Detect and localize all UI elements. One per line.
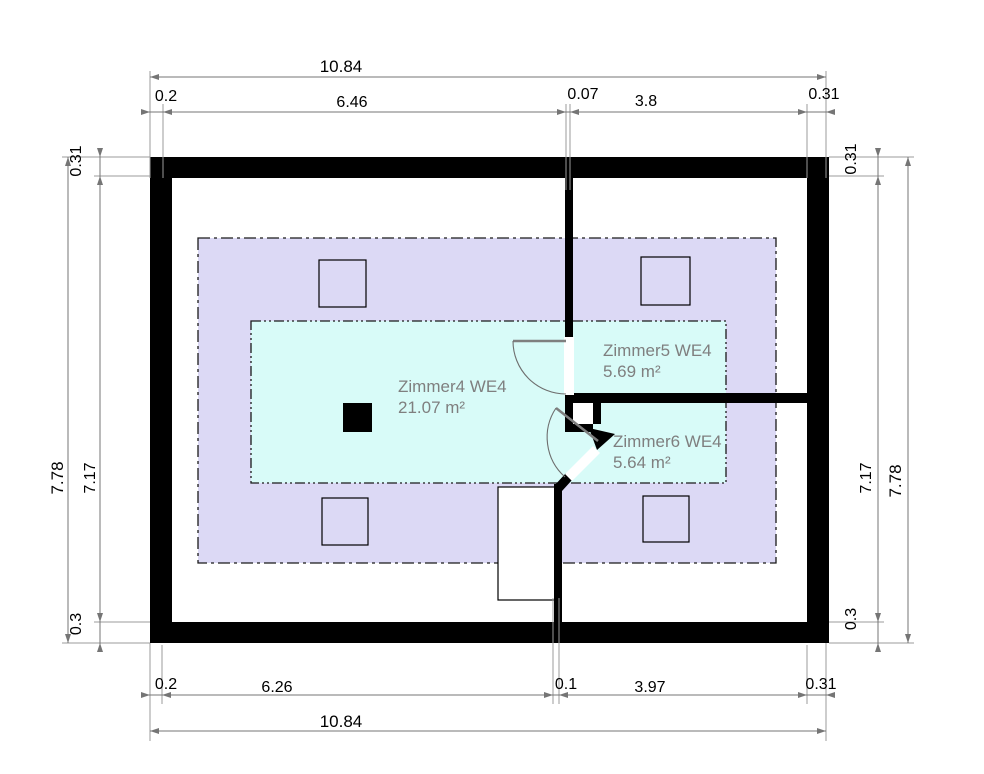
wall-outer-right <box>807 157 829 643</box>
dimension-value: 3.97 <box>634 679 665 696</box>
dimension-arrow <box>544 692 553 698</box>
dimension-arrow <box>798 109 807 115</box>
dimension-arrows <box>65 74 911 734</box>
dimension-value: 0.31 <box>805 676 836 693</box>
wall-interior-vertical-top <box>565 178 573 337</box>
dimension-arrow <box>97 613 103 622</box>
room-name: Zimmer6 WE4 <box>613 432 722 451</box>
dimension-value: 0.31 <box>68 145 85 176</box>
dimension-value: 0.3 <box>843 608 860 630</box>
wall-corner-piece <box>589 428 615 450</box>
dimension-arrow <box>150 74 159 80</box>
skylight-window-top-left <box>318 259 367 308</box>
dimension-value: 3.8 <box>635 93 657 110</box>
room-area: 21.07 m² <box>398 398 465 417</box>
door-openings <box>564 337 600 481</box>
skylight-window-bottom-right <box>642 495 690 543</box>
dimension-arrow <box>141 109 150 115</box>
dimension-value: 7.78 <box>48 461 67 494</box>
dimension-value: 6.46 <box>336 94 367 111</box>
dimension-value: 0.07 <box>567 86 598 103</box>
room-area: 5.64 m² <box>613 453 671 472</box>
dimension-arrow <box>97 643 103 652</box>
door-swing-arc-zimmer5 <box>512 340 567 395</box>
dimension-value: 10.84 <box>320 57 363 76</box>
wall-interior-horizontal <box>570 393 807 403</box>
dimension-arrow <box>557 109 566 115</box>
dimension-value: 7.17 <box>82 462 99 493</box>
dimension-arrow <box>65 157 71 166</box>
dimension-arrow <box>826 692 835 698</box>
duct-niche <box>573 403 593 424</box>
dimension-arrow <box>905 634 911 643</box>
dimension-arrow <box>875 176 881 185</box>
dimension-arrow <box>163 109 172 115</box>
dimension-texts: 10.84 0.2 6.46 0.07 3.8 0.31 0.2 6.26 0.… <box>48 57 905 731</box>
wall-junction-bottom <box>565 424 593 432</box>
skylights <box>318 256 691 546</box>
dimension-value: 10.84 <box>320 712 363 731</box>
dimension-arrow <box>875 613 881 622</box>
dimension-value: 0.2 <box>155 88 177 105</box>
extension-lines <box>62 71 914 741</box>
dimension-value: 7.17 <box>858 462 875 493</box>
dimension-arrow <box>875 148 881 157</box>
dimension-arrow <box>817 728 826 734</box>
dimension-value: 0.31 <box>808 86 839 103</box>
dimension-arrow <box>826 109 835 115</box>
dimension-value: 0.3 <box>68 613 85 635</box>
wall-junction-left <box>565 395 573 432</box>
wall-outer-bottom <box>150 622 829 643</box>
dimension-arrow <box>817 74 826 80</box>
door-swing-arc-zimmer6 <box>546 407 566 478</box>
dimension-arrow <box>905 157 911 166</box>
wall-junction-right <box>593 395 601 424</box>
skylight-window-bottom-left <box>321 497 369 546</box>
dimension-arrow <box>559 692 568 698</box>
skylight-window-top-right <box>640 256 691 306</box>
room-labels: Zimmer4 WE4 21.07 m² Zimmer5 WE4 5.69 m²… <box>398 341 722 472</box>
dimension-arrow <box>97 148 103 157</box>
room-name: Zimmer4 WE4 <box>398 377 507 396</box>
dimension-value: 0.2 <box>155 676 177 693</box>
dimension-arrow <box>875 643 881 652</box>
chimney <box>343 403 372 432</box>
dimension-lines <box>67 76 909 732</box>
wall-outer-left <box>150 157 172 643</box>
dimension-arrow <box>97 176 103 185</box>
door-opening-zimmer6 <box>565 446 600 481</box>
door-opening-zimmer5 <box>564 337 574 395</box>
dimension-arrow <box>798 692 807 698</box>
wall-outer-top <box>150 157 829 178</box>
walls <box>150 157 829 643</box>
wall-interior-vertical-bottom <box>554 484 562 622</box>
dormer-recess <box>497 486 556 601</box>
dimension-arrow <box>570 109 579 115</box>
door-leaf-zimmer6 <box>555 407 599 442</box>
room-area: 5.69 m² <box>603 362 661 381</box>
room-name: Zimmer5 WE4 <box>603 341 712 360</box>
dimension-arrow <box>162 692 171 698</box>
dimension-value: 6.26 <box>261 679 292 696</box>
dimension-value: 0.31 <box>843 143 860 174</box>
dimension-value: 7.78 <box>886 464 905 497</box>
dimension-arrow <box>141 692 150 698</box>
dimension-value: 0.1 <box>555 676 577 693</box>
dimension-arrow <box>65 634 71 643</box>
doors <box>512 339 599 478</box>
dimension-arrow <box>150 728 159 734</box>
